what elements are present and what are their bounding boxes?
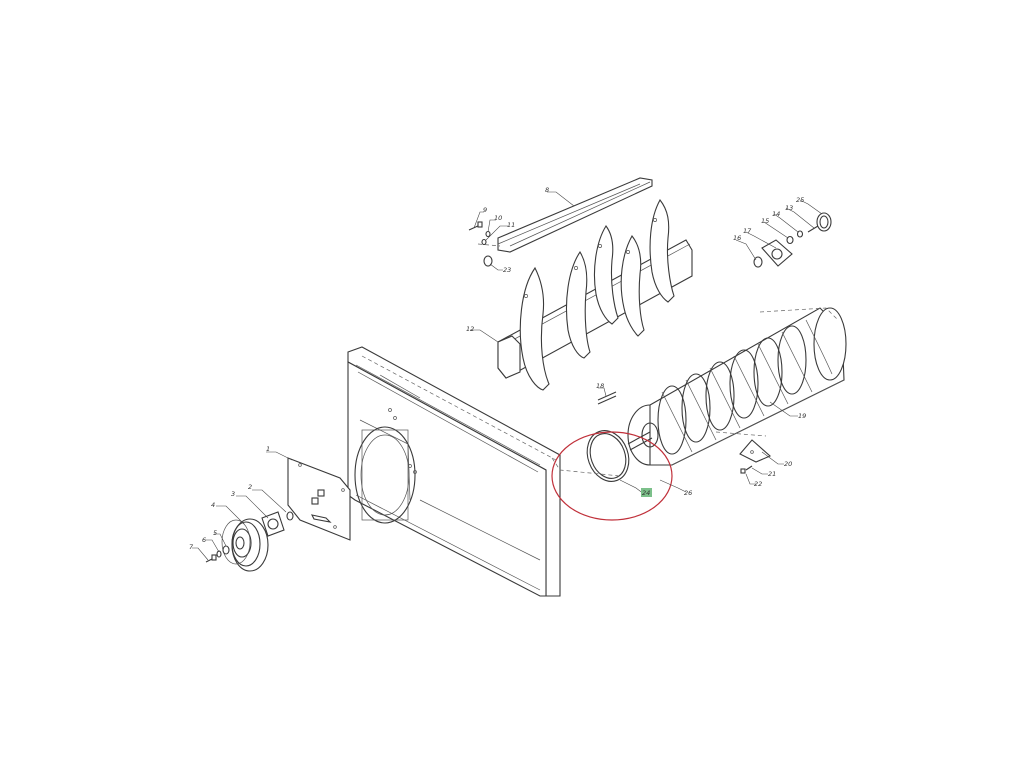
label-part-6: 6 bbox=[202, 536, 206, 544]
label-part-25: 25 bbox=[796, 196, 804, 204]
blade-assembly bbox=[497, 199, 693, 391]
label-part-20: 20 bbox=[784, 460, 792, 468]
leader-lines bbox=[192, 191, 823, 561]
label-part-13: 13 bbox=[785, 204, 793, 212]
label-part-18: 18 bbox=[596, 382, 604, 390]
label-part-10: 10 bbox=[494, 214, 502, 222]
housing-panel bbox=[347, 346, 561, 597]
label-part-24: 24 bbox=[642, 489, 650, 497]
drive-side-plate bbox=[287, 457, 351, 541]
bearing-flange bbox=[261, 511, 294, 537]
rotor-drum bbox=[627, 307, 847, 466]
label-part-9: 9 bbox=[483, 206, 487, 214]
label-part-4: 4 bbox=[211, 501, 215, 509]
highlight-circle bbox=[551, 431, 673, 521]
label-part-3: 3 bbox=[231, 490, 235, 498]
label-part-23: 23 bbox=[503, 266, 511, 274]
pulley-fasteners bbox=[205, 545, 230, 563]
label-part-2: 2 bbox=[248, 483, 252, 491]
drive-pulley bbox=[221, 518, 269, 572]
label-part-19: 19 bbox=[798, 412, 806, 420]
pin-18 bbox=[597, 391, 617, 405]
bearing-group-right bbox=[753, 212, 832, 268]
label-part-22: 22 bbox=[754, 480, 762, 488]
ring-part-24 bbox=[551, 430, 630, 482]
label-part-17: 17 bbox=[743, 227, 752, 235]
highlight-label-box bbox=[641, 488, 652, 497]
label-part-14: 14 bbox=[772, 210, 780, 218]
label-part-1: 1 bbox=[266, 445, 270, 453]
beam-fasteners bbox=[468, 221, 501, 267]
label-part-8: 8 bbox=[545, 186, 549, 194]
label-part-26: 26 bbox=[684, 489, 692, 497]
label-part-12: 12 bbox=[466, 325, 474, 333]
label-part-5: 5 bbox=[213, 529, 217, 537]
label-part-21: 21 bbox=[768, 470, 776, 478]
label-part-11: 11 bbox=[507, 221, 515, 229]
label-part-16: 16 bbox=[733, 234, 741, 242]
part-number-labels: 1 2 3 4 5 6 7 8 9 10 11 12 13 14 15 16 1… bbox=[189, 186, 806, 551]
label-part-7: 7 bbox=[189, 543, 194, 551]
label-part-15: 15 bbox=[761, 217, 769, 225]
bracket-20 bbox=[739, 439, 772, 474]
top-beam bbox=[497, 177, 653, 253]
